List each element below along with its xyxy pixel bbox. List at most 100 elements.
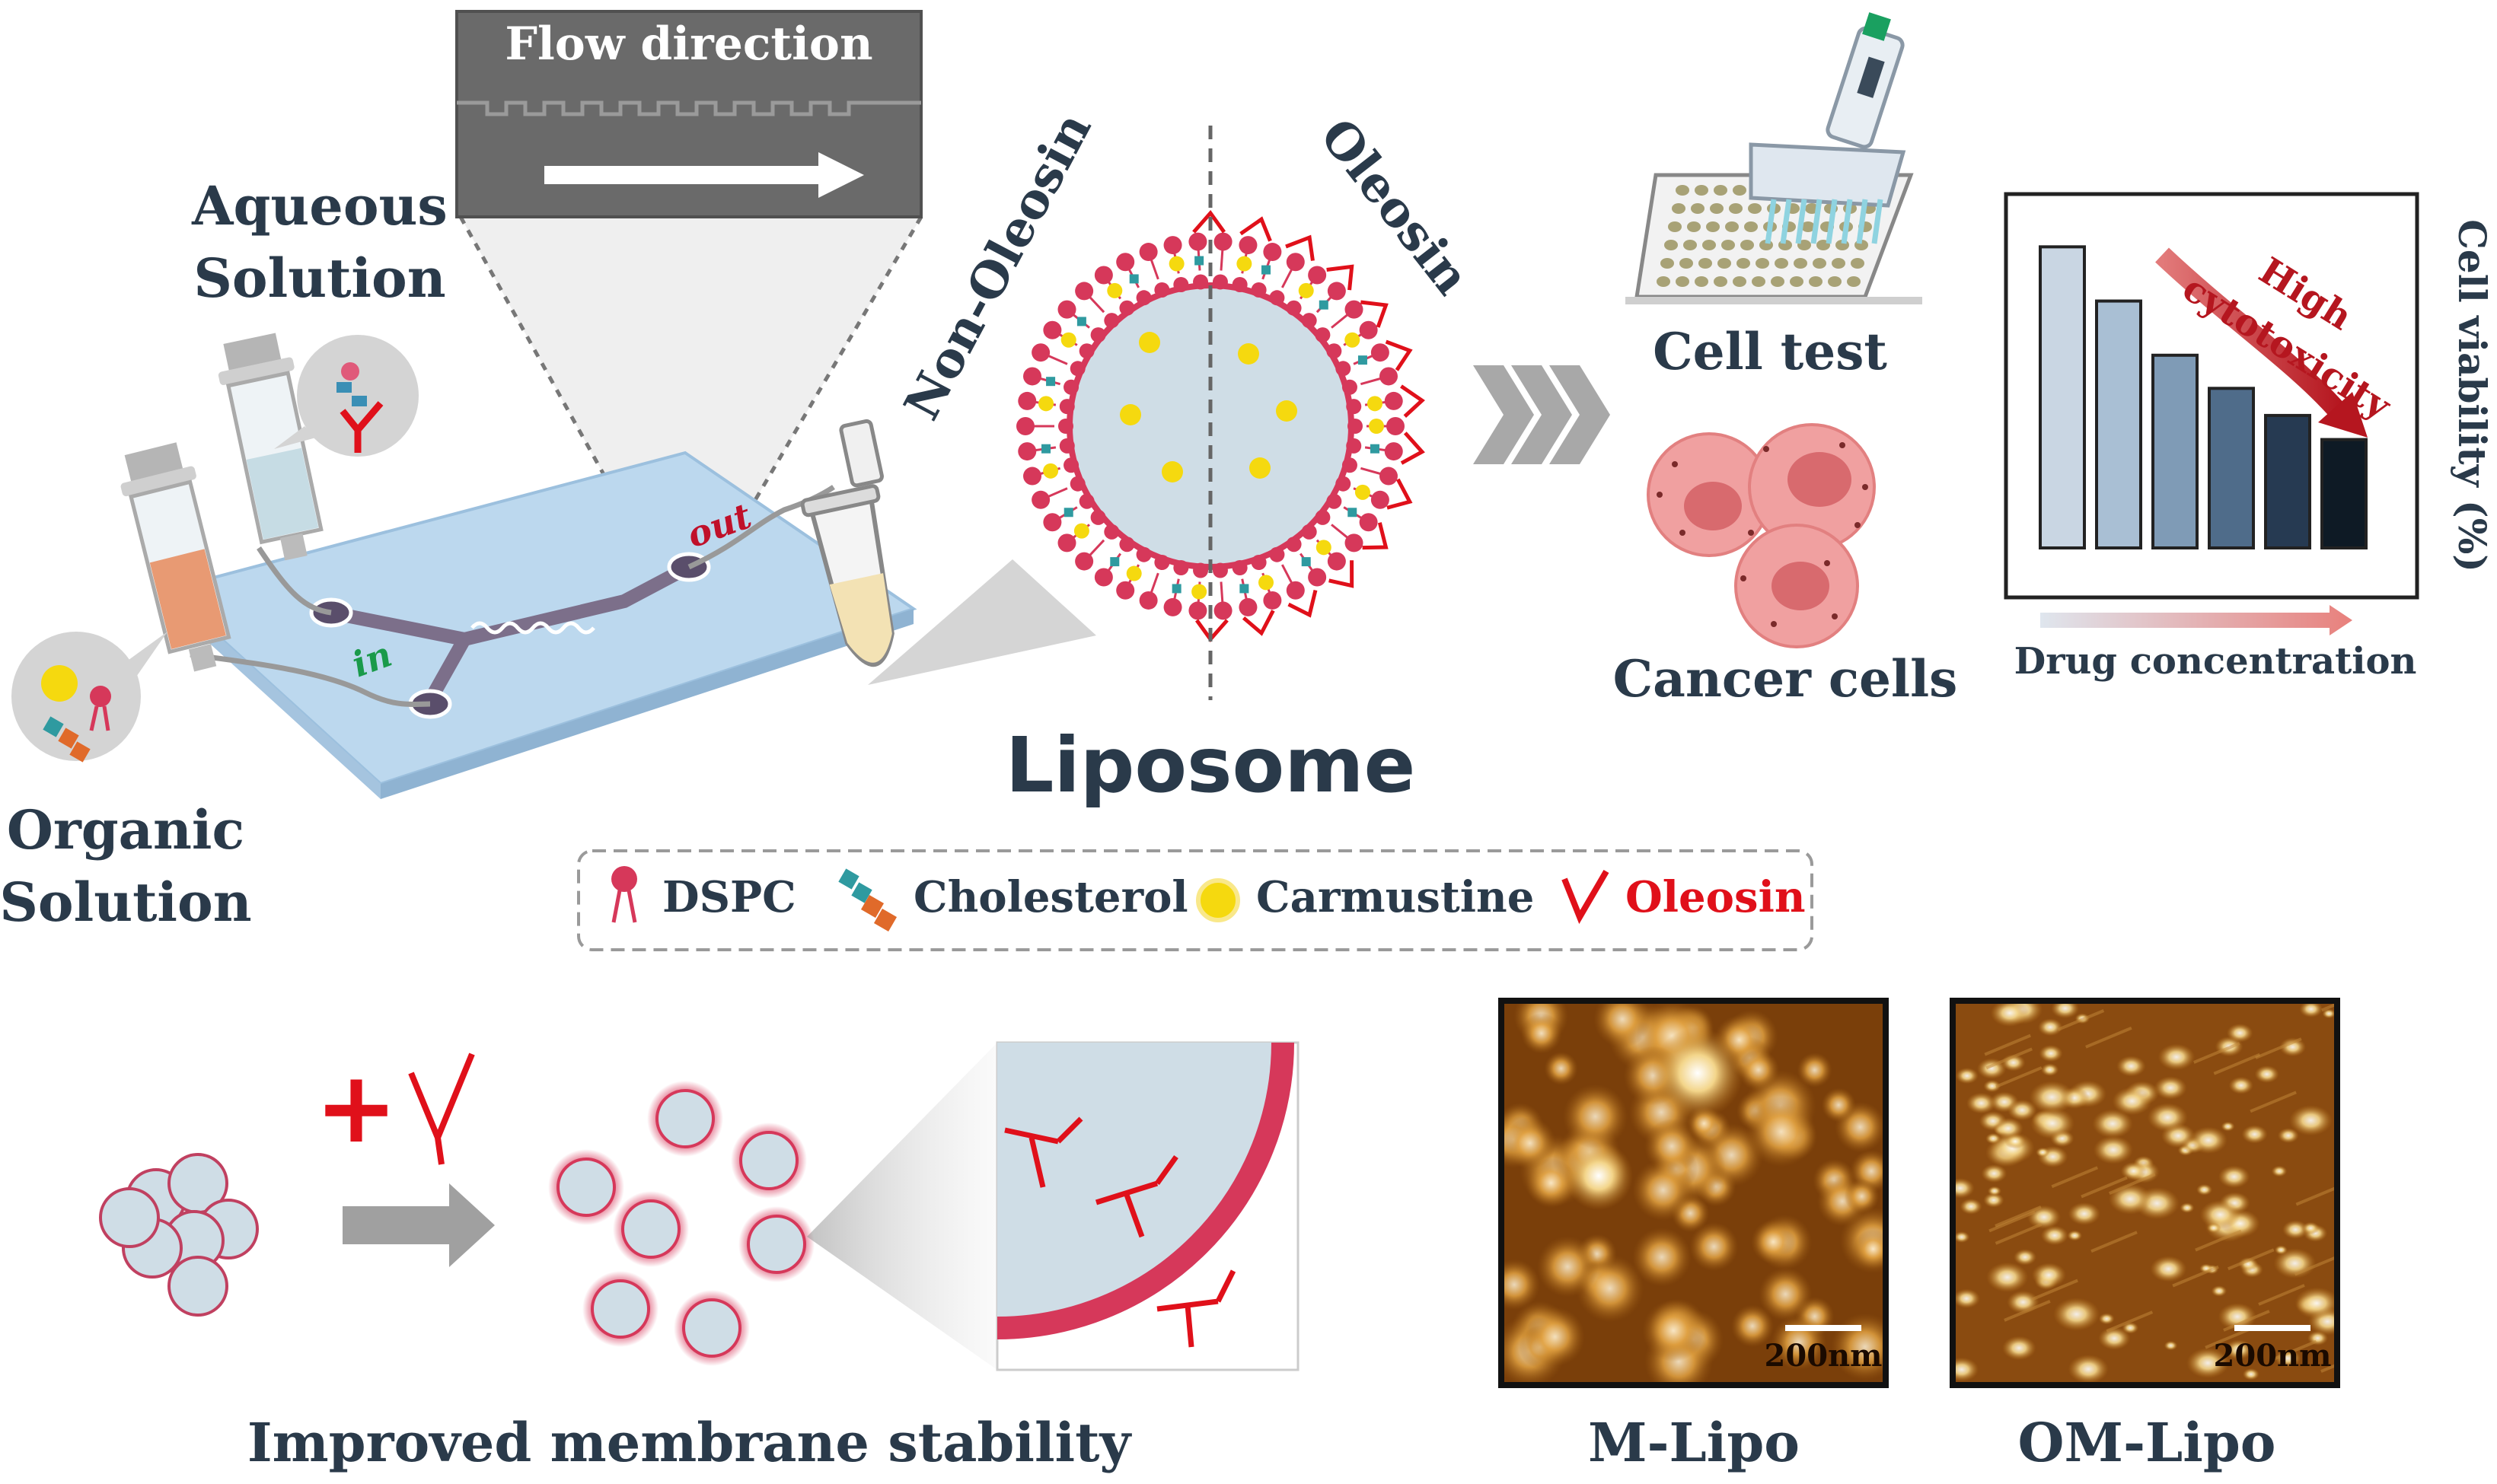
afm-particle [1536, 1236, 1599, 1298]
afm-particle [2282, 1220, 2309, 1239]
afm-streak [1984, 1033, 2031, 1056]
afm-particle [1990, 1004, 2029, 1027]
afm-particle-large [1652, 1027, 1743, 1119]
lipid-head [1263, 243, 1282, 262]
lipid-head [1341, 379, 1357, 395]
organic-cholesterol-icon [43, 716, 64, 737]
plate-well [1710, 203, 1724, 214]
cholesterol-icon [838, 868, 859, 890]
lipid-head [1301, 524, 1317, 540]
lipid-head [1232, 560, 1248, 576]
afm-particle [1642, 1299, 1705, 1362]
dispersed-liposome [655, 1089, 715, 1148]
core-carmustine [1249, 457, 1271, 479]
oleosin-protein [1326, 264, 1354, 291]
afm-particle [2289, 1105, 2333, 1136]
plate-well [1687, 221, 1701, 232]
afm-streak [2193, 1042, 2240, 1064]
lipid-head [1116, 581, 1135, 600]
afm-streak [1995, 1066, 2043, 1088]
oleosin-add-icon [408, 1052, 475, 1165]
lipid-head [1116, 253, 1135, 272]
plate-well [1679, 258, 1693, 269]
aqueous-label-1: Aqueous [191, 174, 448, 237]
x-axis-label: Drug concentration [2014, 640, 2417, 683]
afm-particle [2218, 1303, 2256, 1331]
afm-particle [2098, 1313, 2115, 1325]
process-arrow [343, 1183, 495, 1267]
membrane-cholesterol [1046, 377, 1056, 387]
lipid-head [1139, 591, 1158, 610]
lipid-head [1269, 546, 1285, 562]
lipid-head [1335, 361, 1351, 377]
lipid-head [1104, 524, 1120, 540]
oleosin-protein [1239, 216, 1272, 242]
lipid-head [1023, 467, 1042, 486]
afm-particle [2098, 1326, 2131, 1350]
afm-streak [2213, 1052, 2261, 1075]
plate-well [1660, 258, 1674, 269]
cell-dot [1672, 461, 1678, 467]
afm-particle [2180, 1202, 2195, 1213]
pipette-tip [1810, 199, 1823, 244]
plate-well [1794, 258, 1807, 269]
lipid-head [1139, 243, 1158, 262]
afm-particle [2068, 1355, 2109, 1382]
lipid-head [1315, 327, 1331, 343]
lipid-head [1163, 236, 1182, 255]
afm-particle [2271, 1165, 2288, 1177]
lipid-head [1347, 419, 1363, 434]
oleosin-protein [1242, 610, 1275, 636]
component-legend: DSPC Cholesterol Carmustine Oleosin [577, 849, 1813, 951]
aggregated-liposome [99, 1187, 160, 1248]
afm-particle [2040, 1063, 2059, 1077]
lipid-head [1370, 343, 1389, 362]
dspc-icon [611, 866, 637, 892]
afm-particle [2299, 1004, 2323, 1017]
membrane-stability-section: + Improved membrane stability [99, 1041, 1300, 1474]
afm-particle [2221, 1121, 2235, 1132]
afm-particle [2218, 1165, 2250, 1189]
liposome-section: Non-Oleosin Oleosin Liposome [868, 103, 1481, 810]
membrane-carmustine [1169, 256, 1185, 272]
afm-particle [2254, 1065, 2279, 1084]
afm-particle [2277, 1128, 2299, 1144]
pipette-tip [1826, 199, 1838, 244]
afm-particle [1562, 1084, 1628, 1149]
lipid-head [1326, 493, 1342, 509]
membrane-cholesterol [1076, 317, 1086, 326]
oleosin-proteins [1192, 209, 1425, 643]
dispersed-liposome [556, 1158, 616, 1217]
afm-particle [2051, 1004, 2080, 1019]
liposome-diagram [1014, 209, 1425, 643]
plate-well [1672, 203, 1685, 214]
lipid-head [1059, 399, 1075, 415]
membrane-interior [997, 1043, 1279, 1324]
afm-particle [2226, 1023, 2253, 1043]
lipid-head [1263, 591, 1282, 610]
lipid-head [1119, 537, 1135, 553]
afm-particle [1525, 1307, 1585, 1367]
afm-particle [2120, 1161, 2147, 1180]
oleosin-protein [1362, 522, 1389, 550]
lipid-head [1018, 391, 1037, 410]
afm-streak [1995, 1223, 2043, 1245]
oleosin-protein [1285, 234, 1315, 261]
lipid-head [1326, 343, 1342, 359]
afm-particle [1520, 1012, 1562, 1054]
pipette-tip [1780, 199, 1792, 244]
lipid-head [1154, 282, 1170, 298]
lipid-head [1070, 361, 1086, 377]
plate-well [1702, 240, 1716, 250]
membrane-oleosin [1095, 1154, 1178, 1238]
afm-streak [2090, 1231, 2138, 1253]
afm-particle [2029, 1081, 2074, 1113]
lipid-head [1059, 438, 1075, 454]
pipette-tip [1765, 199, 1777, 244]
y-axis-label: Cell viability (%) [2450, 219, 2495, 572]
plate-well [1714, 185, 1727, 196]
cancer-cells-illustration [1647, 423, 1876, 648]
lipid-head [1043, 513, 1062, 532]
afm-particle [2301, 1221, 2320, 1235]
afm-particle [1632, 1228, 1692, 1287]
